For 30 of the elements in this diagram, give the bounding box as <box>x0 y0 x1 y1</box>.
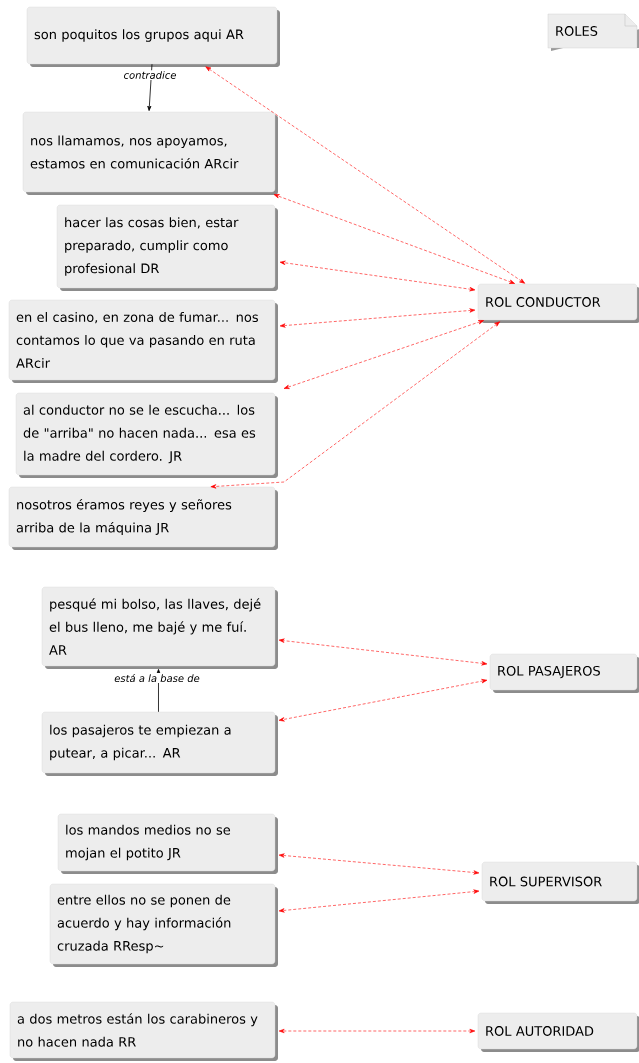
arrow <box>278 853 480 875</box>
concept-box: ROL PASAJEROS <box>489 653 639 693</box>
concept-box: pesqué mi bolso, las llaves, dejé el bus lleno, me bajé y me fuí. AR <box>41 586 278 669</box>
concept-box: al conductor no se le escucha... los de "arriba" no hacen nada... esa es la madre del cordero. JR <box>15 392 278 478</box>
concept-box: nos llamamos, nos apoyamos, estamos en comunicación ARcir <box>22 111 278 195</box>
arrow <box>147 63 153 112</box>
arrow <box>279 308 476 328</box>
concept-box: a dos metros están los carabineros y no hacen nada RR <box>9 1001 278 1061</box>
arrow <box>283 320 484 389</box>
concept-box: son poquitos los grupos aqui AR <box>26 6 280 67</box>
arrow <box>278 679 488 722</box>
arrow <box>279 260 476 292</box>
concept-box: ROL AUTORIDAD <box>477 1012 639 1052</box>
arrow <box>278 1028 476 1034</box>
concept-box: nosotros éramos reyes y señores arriba de la máquina JR <box>8 486 278 550</box>
concept-box: ROL SUPERVISOR <box>481 861 639 904</box>
note-box: ROLES <box>547 13 639 51</box>
arrow <box>205 66 526 284</box>
edge-label: está a la base de <box>113 672 201 684</box>
concept-box: entre ellos no se ponen de acuerdo y hay información cruzada RResp~ <box>49 883 278 967</box>
concept-box: ROL CONDUCTOR <box>477 283 639 323</box>
arrow <box>278 889 480 913</box>
concept-box: hacer las cosas bien, estar preparado, cumplir como profesional DR <box>56 204 278 291</box>
concept-box: los mandos medios no se mojan el potito JR <box>57 813 278 874</box>
arrow <box>273 194 515 284</box>
concept-box: en el casino, en zona de fumar... nos contamos lo que va pasando en ruta ARcir <box>8 299 278 383</box>
concept-box: los pasajeros te empiezan a putear, a picar... AR <box>41 711 278 776</box>
arrow <box>210 321 501 489</box>
edge-label: contradice <box>122 70 178 80</box>
arrow <box>278 638 488 666</box>
